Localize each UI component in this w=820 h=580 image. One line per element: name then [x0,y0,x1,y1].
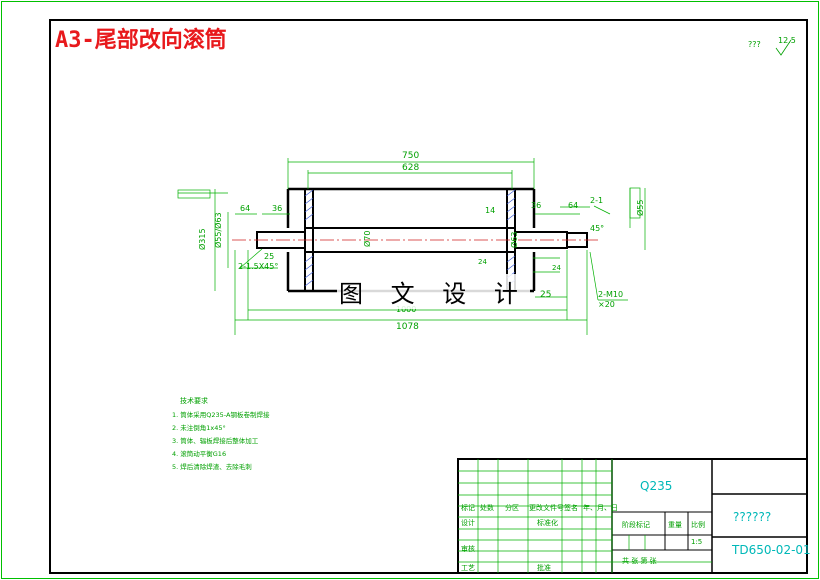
dimension-lines [178,158,646,335]
dim-1078: 1078 [396,322,419,332]
tech-item-5: 5. 焊后清除焊渣、去除毛刺 [172,463,252,471]
row-approve: 批准 [537,564,551,572]
dim-dia-mid: Ø63 [510,231,519,248]
row-check: 审核 [461,545,475,553]
drawing-number: TD650-02-01 [732,543,811,557]
dim-25-right: 25 [540,290,552,300]
scale-label: 比例 [691,521,705,529]
chamfer-right: 2-1 [590,196,604,205]
weight-label: 重量 [668,521,682,529]
header-mark: 标记 [461,504,475,512]
dim-dia70: Ø70 [363,230,372,247]
header-change-doc: 更改文件号 [529,504,564,512]
header-date: 年、月、日 [583,504,618,512]
roughness-symbol [775,39,792,56]
hub-hatching [304,189,516,287]
dim-dia-right: Ø55 [636,199,645,216]
roughness-value: 12.5 [778,36,796,45]
dim-dia315: Ø315 [198,228,207,250]
roughness-prefix: ??? [748,40,761,49]
row-standardize: 标准化 [537,519,558,527]
dim-dia-left-shaft: Ø55/Ø63 [214,212,223,248]
part-name: ?????? [733,510,772,524]
header-zone: 分区 [505,504,519,512]
header-sign: 签名 [564,504,578,512]
tech-item-3: 3. 筒体、辐板焊接后整体加工 [172,437,259,445]
sheets-label: 共 张 第 张 [622,557,657,565]
tech-item-2: 2. 未注倒角1x45° [172,424,226,432]
dim-64-right: 64 [568,201,579,210]
chamfer-left: 2-1.5X45° [238,262,279,271]
watermark: 图 文 设 计 [337,274,530,309]
row-process: 工艺 [461,564,475,572]
row-design: 设计 [461,519,475,527]
stage-mark-label: 阶段标记 [622,521,650,529]
tolerance-frames [177,187,641,219]
dim-64-left: 64 [240,204,251,213]
title-block-grid [458,459,712,573]
header-count: 处数 [480,504,494,512]
inner-frame [49,19,808,574]
dim-1000: 1000 [396,305,417,314]
dim-14: 14 [485,206,496,215]
dim-36-right: 36 [531,201,542,210]
thread-spec: 2-M10 [598,290,624,299]
material-label: Q235 [640,479,673,493]
thread-depth: ×20 [598,300,615,309]
dim-628: 628 [402,163,420,173]
drawing-title: A3-尾部改向滚筒 [55,28,227,53]
tolerance-1: 24 [478,258,487,266]
tech-item-1: 1. 筒体采用Q235-A钢板卷制焊接 [172,411,270,419]
dim-750: 750 [402,151,420,161]
scale-value: 1:5 [691,538,703,546]
tolerance-2: 24 [552,264,561,272]
tech-item-4: 4. 滚筒动平衡G16 [172,450,227,458]
dim-25-left: 25 [264,252,275,261]
tech-requirements-heading: 技术要求 [180,397,208,405]
dim-36-left: 36 [272,204,283,213]
angle-45: 45° [590,224,605,233]
